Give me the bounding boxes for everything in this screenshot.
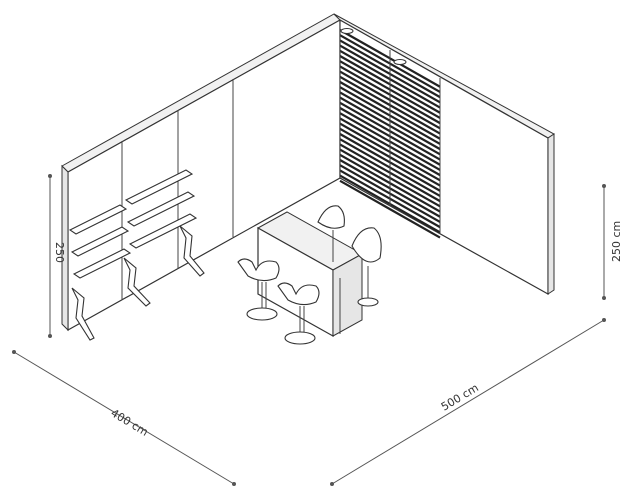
bar-stool-back-2 bbox=[351, 227, 382, 307]
dimension-depth-label: 500 cm bbox=[439, 381, 481, 413]
slat bbox=[339, 179, 441, 239]
spotlights bbox=[340, 28, 407, 65]
dimension-height-left-label: 250 bbox=[53, 242, 66, 263]
bar-stool-front-2 bbox=[277, 282, 320, 345]
dimension-depth: 500 cm bbox=[330, 318, 606, 486]
slatted-panel bbox=[339, 22, 441, 239]
dimension-width-label: 400 cm bbox=[108, 406, 150, 438]
dimension-height-left: 250 bbox=[48, 174, 66, 338]
left-wall bbox=[61, 13, 341, 332]
dimension-height-right: 250 cm bbox=[602, 184, 623, 300]
dimension-height-right-label: 250 cm bbox=[610, 221, 623, 262]
bar-counter bbox=[256, 211, 364, 338]
right-wall bbox=[333, 13, 555, 296]
dimension-width: 400 cm bbox=[12, 350, 236, 486]
bar-stool-front-1 bbox=[237, 258, 280, 321]
wall-shelves bbox=[68, 169, 205, 341]
bar-stool-back-1 bbox=[317, 205, 345, 262]
